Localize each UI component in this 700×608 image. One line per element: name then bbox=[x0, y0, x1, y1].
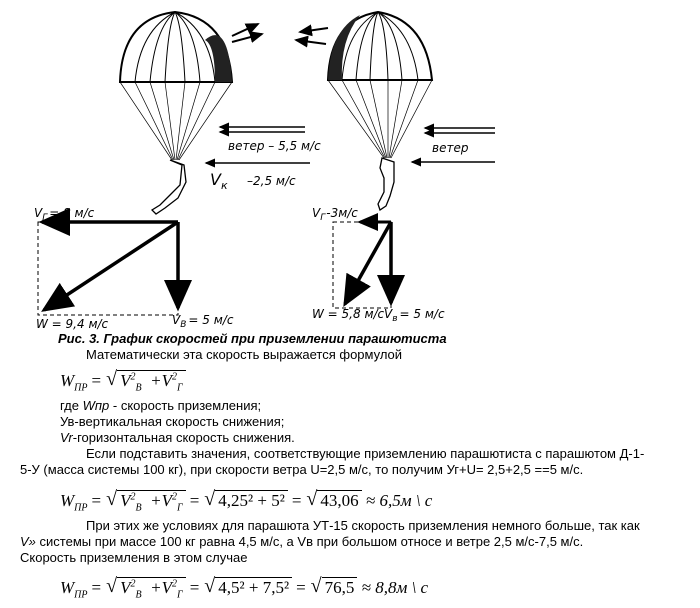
left-vector-diagram bbox=[37, 208, 192, 316]
wind-label-left: ветер – 5,5 м/с bbox=[228, 139, 321, 153]
right-vg-label: VГ-3м/с bbox=[312, 206, 358, 223]
figure-caption: Рис. 3. График скоростей при приземлении… bbox=[58, 331, 447, 346]
left-parachute bbox=[118, 10, 234, 215]
text-line-6: 5-У (масса системы 100 кг), при скорости… bbox=[20, 462, 584, 477]
vk-label: Vк bbox=[210, 170, 228, 192]
drift-arrows bbox=[231, 23, 329, 48]
text-line-1: Математически эта скорость выражается фо… bbox=[86, 347, 403, 362]
formula-1: WПР=V2B +V2Г bbox=[60, 368, 186, 393]
text-line-4: Vr-горизонтальная скорость снижения. bbox=[60, 430, 295, 445]
left-w-label: W = 9,4 м/с bbox=[36, 317, 109, 331]
text-line-2: где Wпр - скорость приземления; bbox=[60, 398, 262, 413]
text-line-3: Ув-вертикальная скорость снижения; bbox=[60, 414, 285, 429]
text-line-8: V» системы при массе 100 кг равна 4,5 м/… bbox=[20, 534, 584, 549]
wind-label-right: ветер bbox=[432, 141, 469, 155]
wind-arrows-right bbox=[410, 123, 495, 167]
text-line-7: При этих же условиях для парашюта УТ-15 … bbox=[86, 518, 640, 533]
text-line-9: Скорость приземления в этом случае bbox=[20, 550, 248, 565]
parachute-velocity-figure: ветер – 5,5 м/с Vк –2,5 м/с ветер VГ= 8 … bbox=[34, 10, 495, 331]
right-vector-diagram bbox=[332, 213, 405, 309]
wind-arrows-left bbox=[204, 122, 310, 168]
text-line-5: Если подставить значения, соответствующи… bbox=[86, 446, 645, 461]
left-vb-label: VВ= 5 м/с bbox=[172, 313, 234, 330]
right-w-label: W = 5,8 м/с bbox=[312, 307, 385, 321]
right-vb-label: Vв= 5 м/с bbox=[384, 307, 445, 324]
vk-value: –2,5 м/с bbox=[247, 174, 296, 188]
formula-2: WПР=V2B +V2Г=4,25² + 5²=43,06 ≈ 6,5м \ с bbox=[60, 488, 432, 513]
formula-3: WПР=V2B +V2Г=4,5² + 7,5²=76,5 ≈ 8,8м \ с bbox=[60, 575, 428, 600]
right-parachute bbox=[326, 10, 434, 212]
left-vg-label: VГ= 8 м/с bbox=[34, 206, 95, 223]
